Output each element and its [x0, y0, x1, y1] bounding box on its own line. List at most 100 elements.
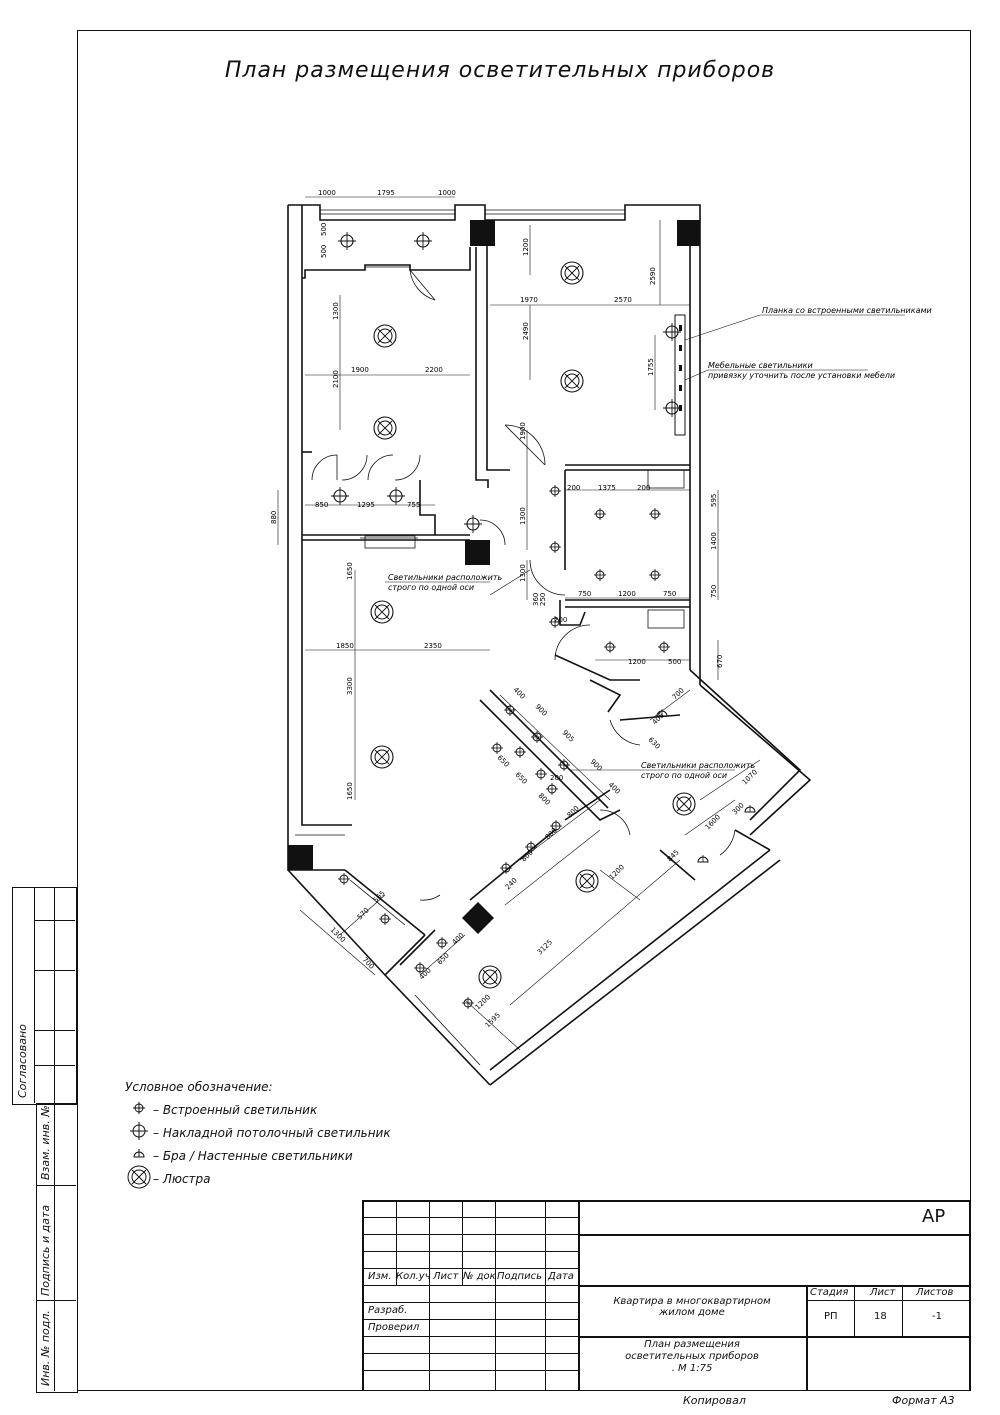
fixtures	[330, 231, 756, 1010]
dim-label: 1295	[357, 501, 375, 509]
windows	[295, 209, 625, 1066]
note-furniture: Мебельные светильники	[708, 361, 813, 370]
chandelier-icon	[575, 869, 599, 893]
chandelier-icon	[125, 1165, 153, 1192]
dim-label: 2570	[614, 296, 632, 304]
sign-date-label: Подпись и дата	[39, 1204, 52, 1296]
stage-value: РП	[824, 1311, 838, 1322]
light-strip	[674, 314, 686, 436]
header-cell: Подпись	[497, 1271, 542, 1282]
dim-label: 1650	[346, 782, 354, 800]
dim-label: 800	[566, 804, 581, 819]
title-block: АР Изм. Кол.уч Лист № док Подпись Дата Р…	[362, 1200, 971, 1391]
dim-label: 1400	[710, 532, 718, 550]
dim-label: 1300	[519, 507, 527, 525]
dim-label: 2200	[425, 366, 443, 374]
wall-sconce-icon	[125, 1147, 153, 1164]
legend-row: – Встроенный светильник	[125, 1098, 391, 1121]
dim-label: 2100	[332, 370, 340, 388]
electric-panels	[647, 469, 685, 629]
inv-orig-label: Инв. № подл.	[39, 1310, 52, 1386]
inv-replace-label: Взам. инв. №	[39, 1105, 52, 1180]
surface-light-icon	[337, 231, 357, 251]
doors	[311, 269, 736, 901]
chandelier-icon	[370, 745, 394, 769]
drawing-name: План размещения осветительных приборов .…	[625, 1339, 759, 1374]
dim-label: 200	[567, 484, 580, 492]
format-label: Формат А3	[892, 1394, 955, 1407]
dim-label: 570	[356, 906, 371, 921]
dimension-lines	[277, 196, 761, 1051]
surface-light-icon	[463, 514, 483, 534]
dim-label: 1970	[520, 296, 538, 304]
surface-light-icon	[386, 486, 406, 506]
dim-label: 650	[514, 771, 529, 786]
dim-label: 500	[320, 223, 328, 236]
dim-label: 400	[607, 781, 622, 796]
dim-label: 700	[671, 686, 686, 701]
dim-label: 1200	[628, 658, 646, 666]
dim-label: 300	[731, 801, 746, 816]
stage-label: Стадия	[810, 1287, 849, 1298]
recessed-light-icon	[490, 741, 504, 755]
recessed-light-icon	[435, 936, 449, 950]
header-cell: № док	[463, 1271, 496, 1282]
dim-label: 1300	[332, 302, 340, 320]
recessed-light-icon	[534, 767, 548, 781]
recessed-light-icon	[499, 861, 513, 875]
dimension-labels: 1000 1795 1000 500 500 1200 2590 1970 25…	[270, 189, 759, 1029]
note-axis: строго по одной оси	[641, 771, 727, 780]
dim-label: 1000	[318, 189, 336, 197]
header-cell: Лист	[433, 1271, 459, 1282]
walls	[287, 204, 812, 1086]
note-axis: строго по одной оси	[388, 583, 474, 592]
dim-label: 400	[512, 686, 527, 701]
checked-label: Проверил	[368, 1322, 420, 1333]
dim-label: 1600	[704, 813, 722, 831]
dim-label: 700	[361, 956, 376, 971]
sheets-label: Листов	[916, 1287, 954, 1298]
dim-label: 200	[550, 774, 563, 782]
sheet-label: Лист	[870, 1287, 896, 1298]
dim-label: 650	[436, 951, 451, 966]
dim-label: 650	[496, 754, 511, 769]
project-name: Квартира в многоквартирном жилом доме	[613, 1296, 771, 1318]
chandelier-icon	[478, 965, 502, 989]
columns	[288, 220, 700, 934]
dim-label: 1375	[598, 484, 616, 492]
dim-label: 1650	[346, 562, 354, 580]
legend-label: – Люстра	[153, 1171, 211, 1186]
recessed-light-icon	[461, 996, 475, 1010]
dim-label: 250	[539, 593, 547, 606]
dim-label: 200	[554, 616, 567, 624]
recessed-light-icon	[545, 782, 559, 796]
dim-label: 670	[716, 655, 724, 668]
dim-label: 880	[270, 511, 278, 524]
drawing-code: АР	[922, 1206, 946, 1227]
dim-label: 3300	[346, 677, 354, 695]
dim-label: 750	[578, 590, 591, 598]
recessed-light-icon	[125, 1100, 153, 1119]
dim-label: 400	[451, 931, 466, 946]
legend-row: – Накладной потолочный светильник	[125, 1121, 391, 1144]
dim-label: 1900	[519, 422, 527, 440]
annotations: Планка со встроенными светильниками Мебе…	[388, 306, 932, 780]
dim-label: 905	[561, 729, 576, 744]
dim-label: 750	[710, 585, 718, 598]
developed-label: Разраб.	[368, 1305, 408, 1316]
note-axis: Светильники расположить	[641, 761, 755, 770]
recessed-light-icon	[603, 640, 617, 654]
sheets-value: -1	[932, 1311, 942, 1322]
header-cell: Изм.	[368, 1271, 392, 1282]
dim-label: 755	[407, 501, 420, 509]
legend-label: – Встроенный светильник	[153, 1102, 318, 1117]
dim-label: 360	[532, 593, 540, 606]
dim-label: 2590	[649, 267, 657, 285]
header-cell: Дата	[548, 1271, 574, 1282]
legend-row: – Люстра	[125, 1165, 391, 1192]
dim-label: 405	[651, 711, 666, 726]
dim-label: 1850	[336, 642, 354, 650]
dim-label: 900	[589, 758, 604, 773]
dim-label: 850	[315, 501, 328, 509]
dim-label: 240	[504, 876, 519, 891]
